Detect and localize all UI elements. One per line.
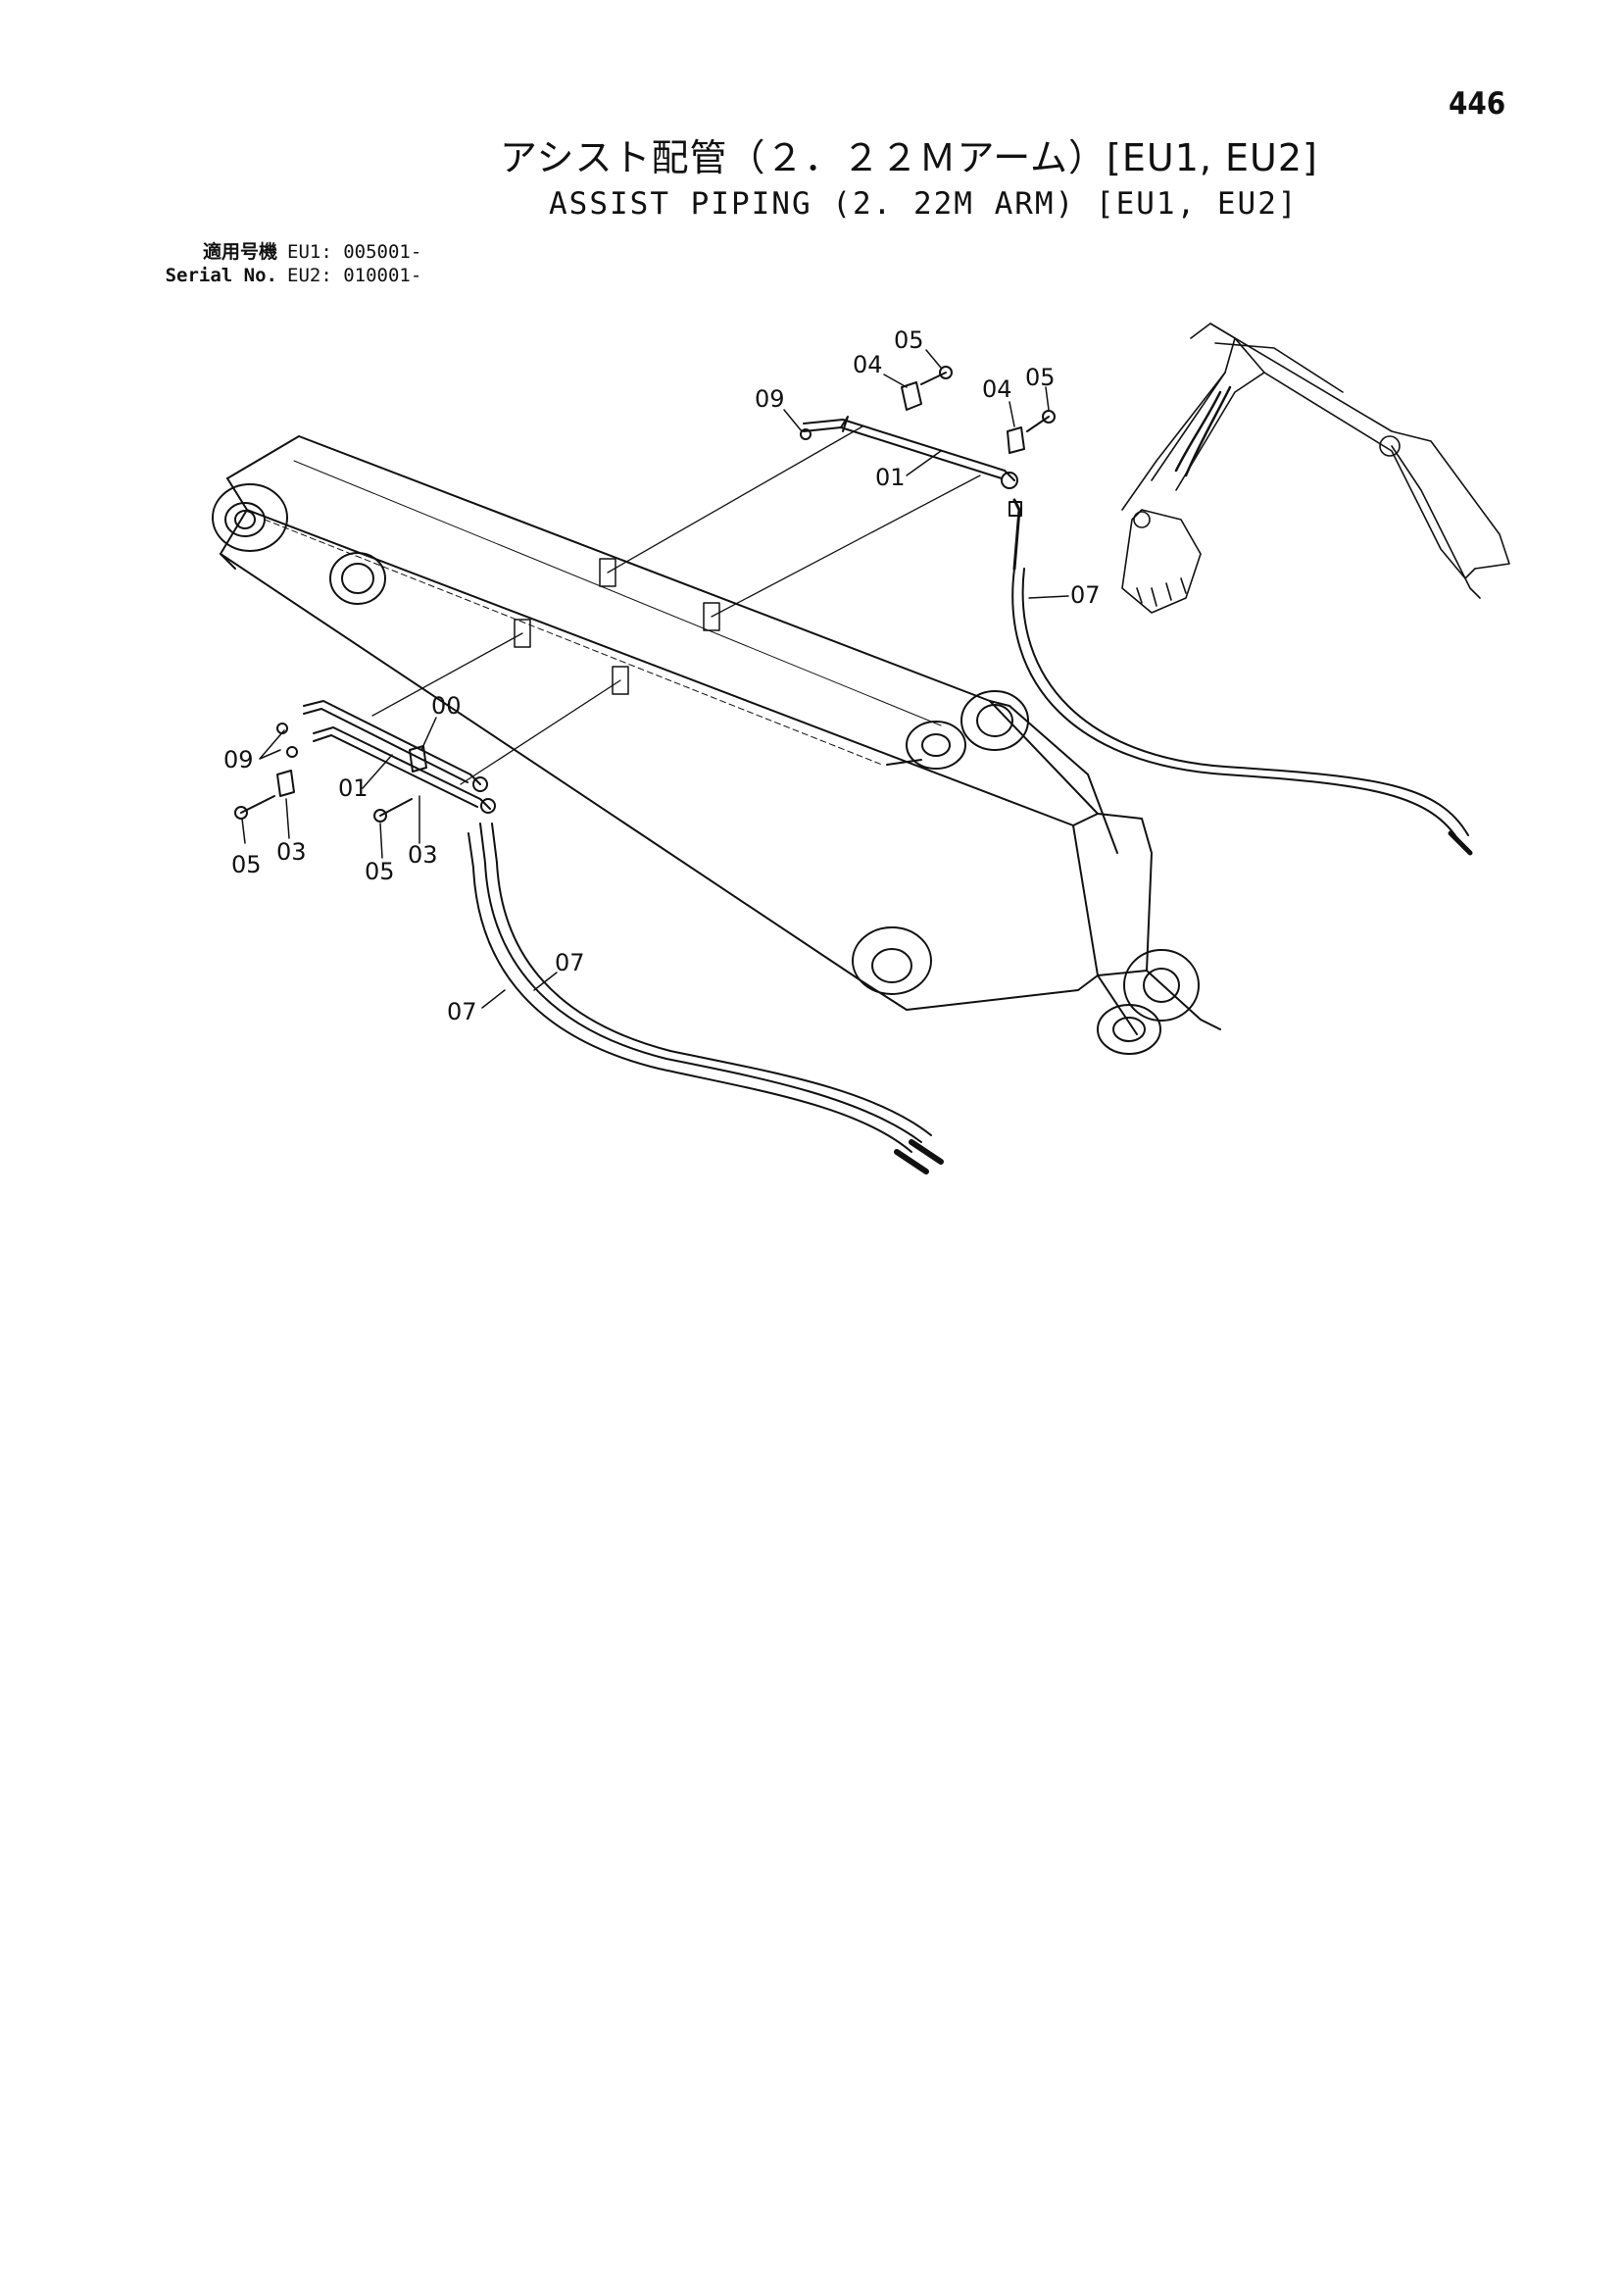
callout-05-upper-a: 05 (894, 326, 924, 354)
serial-label-jp: 適用号機 (202, 241, 277, 263)
excavator-inset (1121, 323, 1510, 614)
page-title-english: ASSIST PIPING (2. 22M ARM) [EU1, EU2] (549, 186, 1299, 222)
lower-assist-pipes (303, 700, 496, 814)
arm-end-pin-boss (212, 483, 288, 552)
page-number: 446 (1449, 86, 1506, 122)
page-title-japanese: アシスト配管（２．２２Ｍアーム）[EU1, EU2] (500, 136, 1318, 179)
callout-03-lower-a: 03 (276, 838, 307, 866)
assembly-guide-lines (371, 425, 981, 785)
callout-07-lower-a: 07 (555, 949, 585, 976)
callout-05-lower-a: 05 (231, 851, 262, 878)
callout-labels: 05 04 04 05 09 01 07 00 09 01 05 03 05 0… (223, 326, 1101, 1025)
arm-mid-boss (329, 552, 386, 605)
upper-bolts (800, 366, 1056, 440)
callout-05-upper-b: 05 (1025, 364, 1056, 391)
lower-hoses (468, 823, 944, 1174)
callout-leaders (241, 349, 1069, 1009)
upper-assist-pipe (803, 416, 1018, 489)
callout-05-lower-b: 05 (365, 858, 395, 885)
callout-01-lower: 01 (338, 774, 369, 802)
callout-09-lower: 09 (223, 746, 254, 774)
arm-body (220, 435, 1221, 1035)
serial-eu1: EU1: 005001- (287, 241, 422, 263)
serial-eu2: EU2: 010001- (287, 265, 422, 286)
lower-pipe-clamps (276, 745, 427, 797)
serial-row-eu2: Serial No. EU2: 010001- (152, 264, 422, 287)
callout-03-lower-b: 03 (408, 841, 438, 869)
callout-09-upper: 09 (755, 385, 785, 413)
callout-07-upper: 07 (1070, 581, 1101, 609)
callout-04-upper-a: 04 (853, 351, 883, 378)
callout-04-upper-b: 04 (982, 375, 1012, 403)
arm-lower-boss (852, 926, 1200, 1055)
callout-00: 00 (431, 692, 462, 720)
arm-bracket-boss (886, 690, 1029, 770)
serial-row-eu1: 適用号機 EU1: 005001- (152, 240, 421, 264)
upper-pipe-clamp (901, 381, 1025, 454)
upper-hose (1009, 498, 1473, 856)
callout-07-lower-b: 07 (447, 998, 477, 1025)
arm-clamp-blocks (514, 558, 720, 695)
serial-info: 適用号機 EU1: 005001- Serial No. EU2: 010001… (152, 240, 422, 287)
callout-01-upper: 01 (875, 464, 906, 491)
serial-label-en: Serial No. (165, 265, 277, 286)
